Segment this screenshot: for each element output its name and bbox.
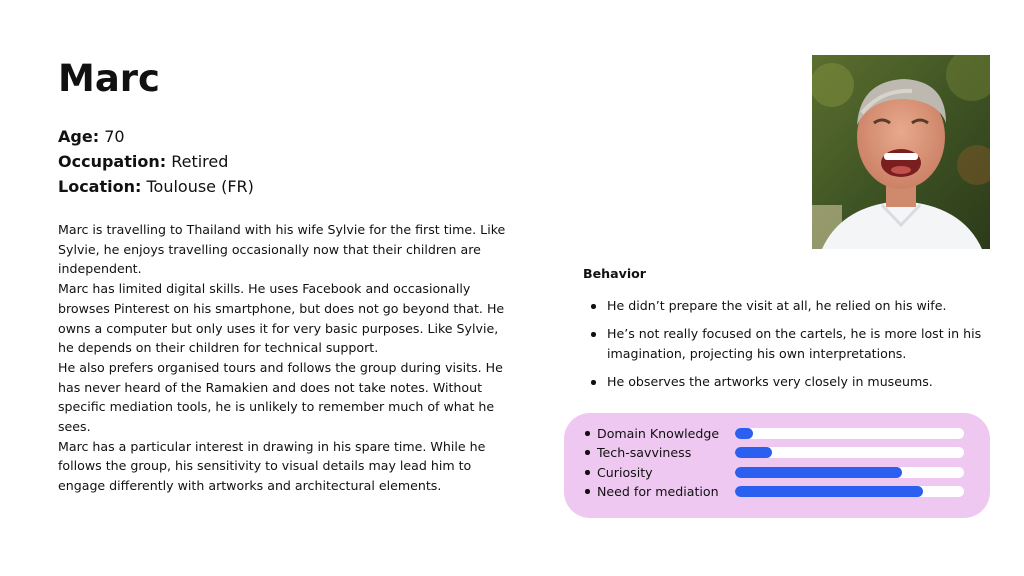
bio-line: owns a computer but only uses it for ver… — [58, 320, 499, 336]
bio-line: follows the group, his sensitivity to vi… — [58, 458, 472, 474]
metric-need-for-mediation: Need for mediation — [582, 482, 972, 501]
bio-line: Marc has limited digital skills. He uses… — [58, 281, 471, 297]
persona-facts: Age: 70 Occupation: Retired Location: To… — [58, 124, 254, 199]
bio-line: he depends on their children for technic… — [58, 340, 379, 356]
bio-line: specific mediation tools, he is unlikely… — [58, 399, 495, 415]
metric-bar-fill — [735, 428, 754, 439]
metric-bar-track — [735, 467, 964, 478]
metric-domain-knowledge: Domain Knowledge — [582, 424, 972, 443]
metric-bar-fill — [735, 486, 923, 497]
metric-label: Domain Knowledge — [597, 426, 720, 441]
metric-bar-track — [735, 428, 964, 439]
bio-line: Marc is travelling to Thailand with his … — [58, 222, 506, 237]
metric-curiosity: Curiosity — [582, 463, 972, 482]
bullet-icon — [585, 450, 590, 455]
portrait-illustration — [812, 55, 990, 249]
bullet-icon — [585, 470, 590, 475]
bio-line: browses Pinterest on his smartphone, but… — [58, 300, 505, 316]
metric-bar-track — [735, 486, 964, 497]
metric-label: Need for mediation — [597, 484, 719, 499]
fact-age: Age: 70 — [58, 127, 125, 146]
bio-line: sees. — [58, 419, 91, 435]
bio-line: Marc has a particular interest in drawin… — [58, 438, 486, 454]
metric-label: Curiosity — [597, 465, 653, 480]
persona-bio: Marc is travelling to Thailand with his … — [58, 220, 528, 496]
behavior-item: He didn’t prepare the visit at all, he r… — [586, 296, 986, 316]
metric-bar-fill — [735, 447, 772, 458]
persona-name: Marc — [58, 57, 160, 100]
bio-line: has never heard of the Ramakien and does… — [58, 379, 483, 395]
behavior-title: Behavior — [583, 266, 646, 281]
bio-line: independent. — [58, 261, 142, 277]
metric-tech-savviness: Tech-savviness — [582, 443, 972, 462]
bio-line: engage differently with artworks and arc… — [58, 478, 442, 494]
behavior-item: He observes the artworks very closely in… — [586, 372, 986, 392]
bio-line: Sylvie, he enjoys travelling occasionall… — [58, 241, 481, 257]
metric-bar-track — [735, 447, 964, 458]
bio-line: He also prefers organised tours and foll… — [58, 359, 503, 375]
metrics-panel: Domain Knowledge Tech-savviness Curiosit… — [564, 413, 990, 518]
fact-occupation: Occupation: Retired — [58, 152, 229, 171]
behavior-item: He’s not really focused on the cartels, … — [586, 324, 986, 364]
bullet-icon — [585, 489, 590, 494]
bullet-icon — [585, 431, 590, 436]
fact-location: Location: Toulouse (FR) — [58, 177, 254, 196]
metric-bar-fill — [735, 467, 903, 478]
behavior-list: He didn’t prepare the visit at all, he r… — [586, 296, 986, 400]
persona-photo — [812, 55, 990, 249]
metric-label: Tech-savviness — [597, 445, 692, 460]
